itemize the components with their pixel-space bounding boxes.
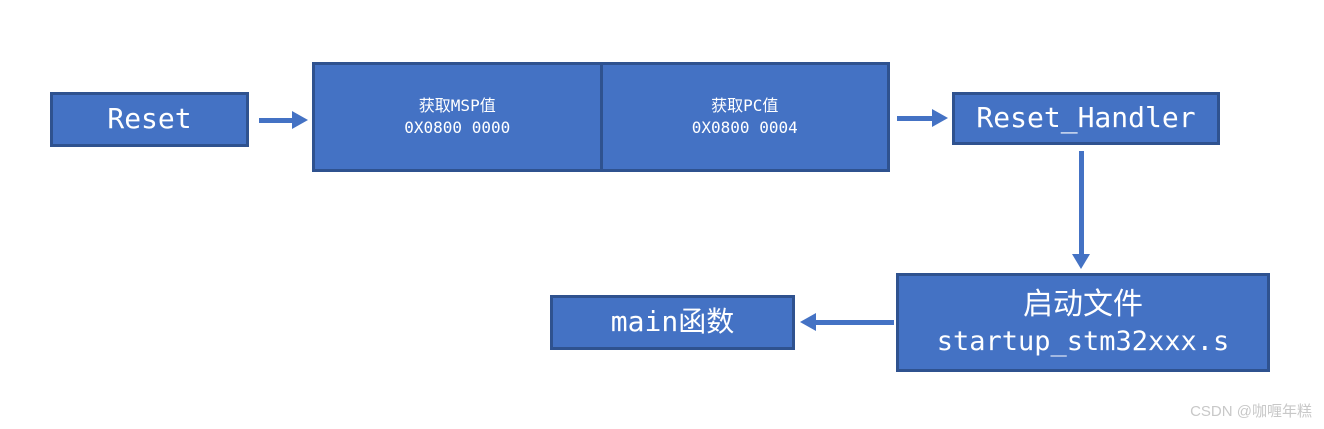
get-pc-address: 0X0800 0004 xyxy=(691,118,798,137)
arrow-reset-handler-to-startup-file xyxy=(1072,151,1090,269)
arrowhead-right-icon xyxy=(932,109,948,127)
arrowhead-right-icon xyxy=(292,111,308,129)
csdn-watermark: CSDN @咖喱年糕 xyxy=(1190,403,1312,420)
startup-file-name: startup_stm32xxx.s xyxy=(936,326,1230,358)
flow-node-main-function: main函数 xyxy=(550,295,795,350)
startup-file-title: 启动文件 xyxy=(1023,286,1143,322)
arrowhead-down-icon xyxy=(1072,254,1090,269)
arrow-shaft xyxy=(259,117,292,123)
flow-node-get-msp: 获取MSP值 0X0800 0000 xyxy=(315,65,600,169)
get-pc-title: 获取PC值 xyxy=(711,95,779,115)
arrow-shaft xyxy=(897,115,932,121)
flow-node-vector-table: 获取MSP值 0X0800 0000 获取PC值 0X0800 0004 xyxy=(312,62,890,172)
arrow-shaft xyxy=(1078,151,1084,254)
flow-node-reset-handler: Reset_Handler xyxy=(952,92,1220,145)
arrow-reset-to-msp xyxy=(259,111,308,129)
arrowhead-left-icon xyxy=(800,313,816,331)
arrow-shaft xyxy=(816,319,894,325)
get-msp-title: 获取MSP值 xyxy=(418,95,496,115)
flow-node-reset: Reset xyxy=(50,92,249,147)
flow-node-startup-file: 启动文件 startup_stm32xxx.s xyxy=(896,273,1270,372)
flow-node-get-pc: 获取PC值 0X0800 0004 xyxy=(599,65,888,169)
get-msp-address: 0X0800 0000 xyxy=(404,118,511,137)
arrow-pc-to-reset-handler xyxy=(897,109,948,127)
arrow-startup-file-to-main xyxy=(800,313,894,331)
